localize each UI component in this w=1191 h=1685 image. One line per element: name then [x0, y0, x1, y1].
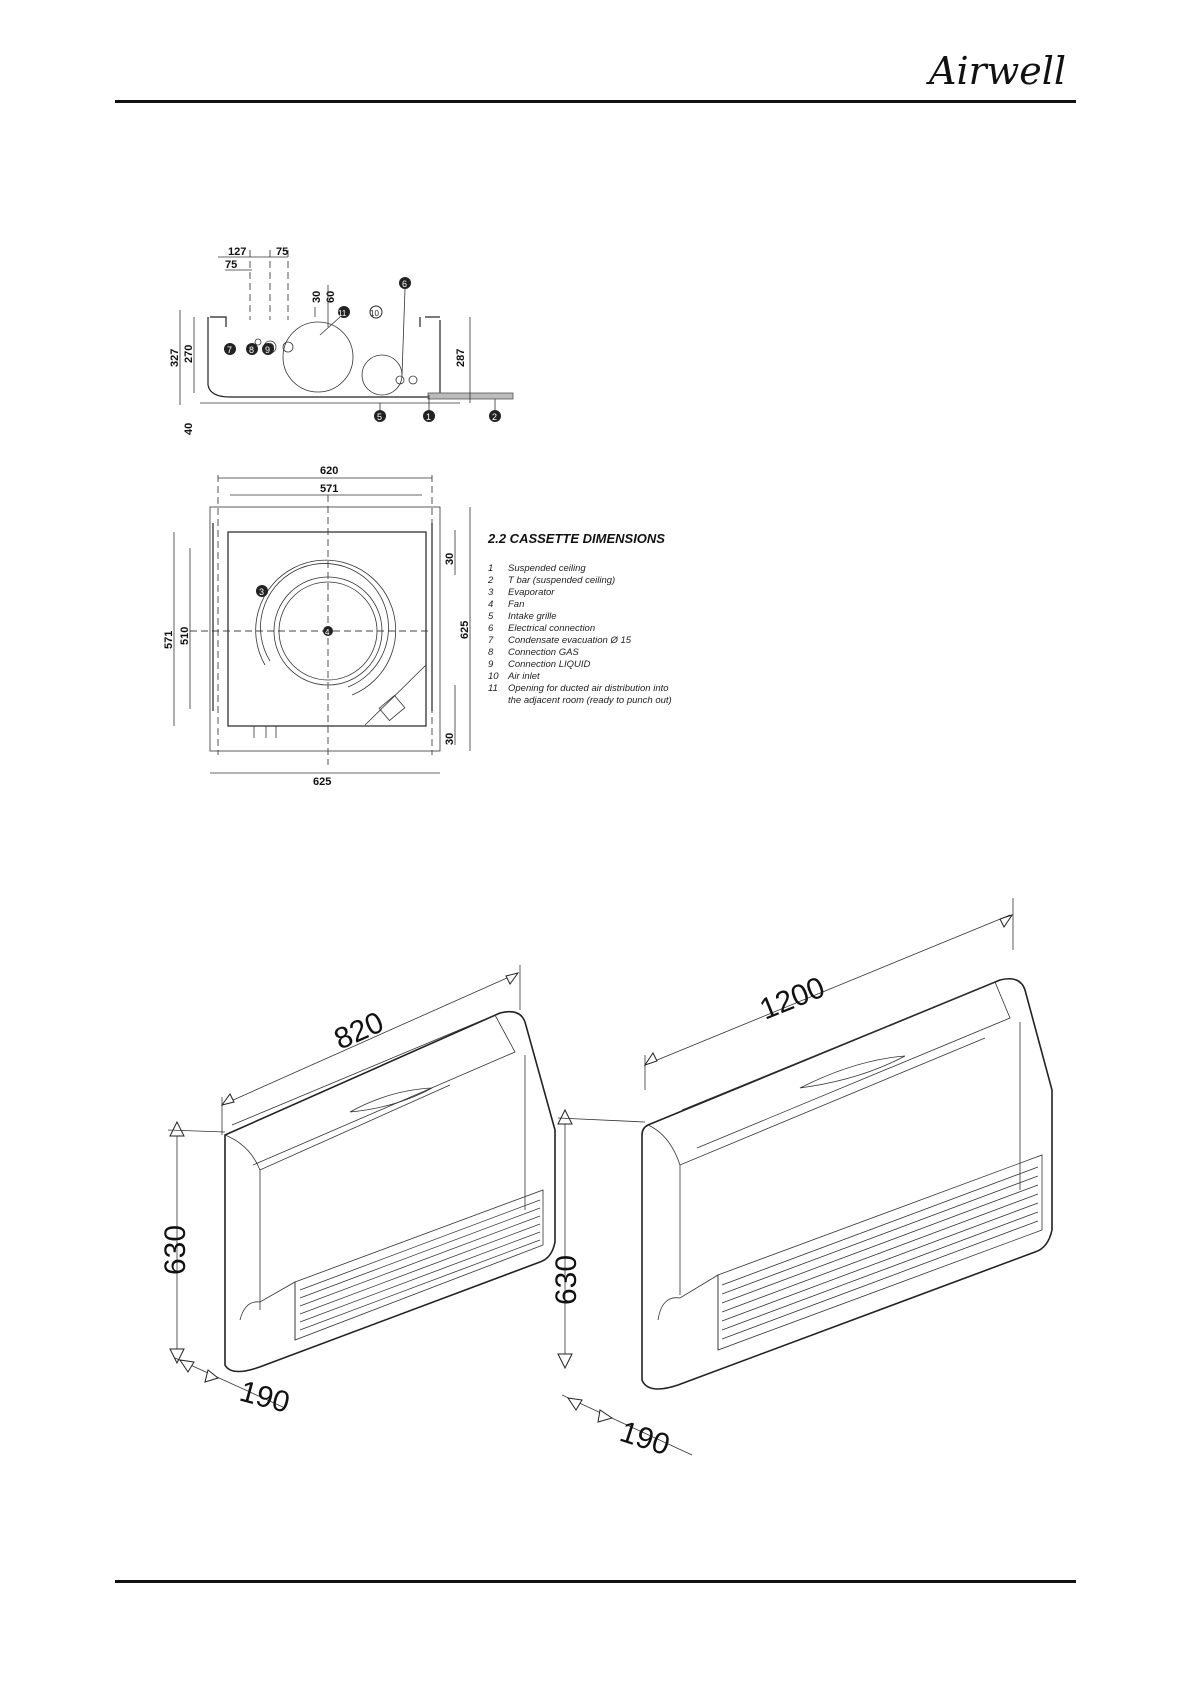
svg-text:1: 1 [426, 412, 431, 422]
cassette-plan-view: 620 571 3 4 571 510 3 [163, 465, 471, 788]
legend-item: 8 Connection GAS [488, 647, 579, 658]
svg-text:Evaporator: Evaporator [508, 587, 555, 598]
svg-text:Connection LIQUID: Connection LIQUID [508, 659, 591, 670]
svg-text:2: 2 [492, 412, 497, 422]
dim-60: 60 [325, 291, 337, 303]
svg-text:10: 10 [370, 309, 379, 318]
dim-30-upper: 30 [444, 553, 456, 565]
svg-text:1: 1 [488, 563, 493, 574]
svg-text:7: 7 [488, 635, 494, 646]
callout-9: 9 [262, 343, 274, 355]
svg-text:6: 6 [402, 279, 407, 289]
svg-text:3: 3 [259, 587, 264, 597]
console-unit-1200: 1200 630 190 [550, 898, 1053, 1462]
svg-text:8: 8 [488, 647, 494, 658]
cassette-legend: 2.2 CASSETTE DIMENSIONS 1 Suspended ceili… [487, 531, 672, 706]
svg-text:6: 6 [488, 623, 494, 634]
cassette-drawing: 127 75 75 30 60 327 270 40 287 6 11 10 7… [163, 246, 672, 788]
legend-item: 2 T bar (suspended ceiling) [487, 575, 615, 586]
legend-title: 2.2 CASSETTE DIMENSIONS [487, 531, 665, 546]
console-unit-820: 820 630 190 [159, 965, 556, 1420]
footer-rule [115, 1580, 1076, 1583]
svg-text:9: 9 [488, 659, 494, 670]
legend-item: 1 Suspended ceiling [488, 563, 586, 574]
airwell-logo: Airwell [926, 49, 1066, 93]
console-grille-lines [721, 1166, 1039, 1340]
svg-text:11: 11 [488, 683, 498, 694]
dim-75a: 75 [225, 259, 237, 271]
svg-text:Connection GAS: Connection GAS [508, 647, 579, 658]
svg-text:5: 5 [488, 611, 494, 622]
dim-625-bottom: 625 [313, 776, 331, 788]
callout-7: 7 [224, 343, 236, 355]
dim-30: 30 [311, 291, 323, 303]
dim-75b: 75 [276, 246, 288, 258]
dim-620: 620 [320, 465, 338, 477]
dim-depth-190-small: 190 [236, 1375, 293, 1420]
dim-127: 127 [228, 246, 246, 258]
dim-height-630-small: 630 [159, 1225, 192, 1275]
legend-item: 10 Air inlet [488, 671, 540, 682]
svg-text:2: 2 [487, 575, 494, 586]
dim-depth-190-large: 190 [616, 1415, 674, 1462]
dim-510: 510 [179, 627, 191, 645]
svg-text:Suspended ceiling: Suspended ceiling [508, 563, 586, 574]
dim-40: 40 [183, 423, 195, 435]
dim-30-lower: 30 [444, 733, 456, 745]
legend-item: 9 Connection LIQUID [488, 659, 591, 670]
svg-text:4: 4 [325, 628, 330, 637]
dim-327: 327 [169, 349, 181, 367]
legend-item: 4 Fan [488, 599, 524, 610]
svg-text:Condensate evacuation Ø 15: Condensate evacuation Ø 15 [508, 635, 632, 646]
legend-item: 6 Electrical connection [488, 623, 595, 634]
svg-text:7: 7 [227, 345, 232, 355]
dim-width-820: 820 [329, 1006, 388, 1057]
dim-287: 287 [455, 349, 467, 367]
legend-item: 3 Evaporator [488, 587, 555, 598]
svg-text:4: 4 [488, 599, 493, 610]
dim-571-top: 571 [320, 483, 338, 495]
svg-text:Fan: Fan [508, 599, 524, 610]
logo-text: Airwell [926, 49, 1066, 93]
callout-4: 4 [323, 626, 333, 637]
legend-item: 11 Opening for ducted air distribution in… [488, 683, 669, 694]
svg-text:10: 10 [488, 671, 499, 682]
callout-10: 10 [369, 305, 383, 319]
svg-text:Opening for ducted air distrib: Opening for ducted air distribution into [508, 683, 669, 694]
dim-625-right: 625 [459, 621, 471, 639]
legend-item: 5 Intake grille [488, 611, 557, 622]
callout-1: 1 [423, 410, 435, 422]
callout-2: 2 [489, 410, 501, 422]
svg-text:the adjacent room (ready to pu: the adjacent room (ready to punch out) [508, 695, 672, 706]
dim-270: 270 [183, 345, 195, 363]
svg-text:5: 5 [377, 412, 382, 422]
svg-text:Air inlet: Air inlet [507, 671, 540, 682]
legend-item: the adjacent room (ready to punch out) [508, 695, 672, 706]
callout-8: 8 [246, 343, 258, 355]
callout-3: 3 [256, 585, 268, 597]
dim-height-630-large: 630 [550, 1255, 583, 1305]
callout-11: 11 [338, 306, 350, 318]
svg-text:11: 11 [338, 309, 347, 318]
dim-width-1200: 1200 [755, 971, 829, 1027]
svg-text:Intake grille: Intake grille [508, 611, 557, 622]
svg-text:8: 8 [249, 345, 254, 355]
dim-571-left: 571 [163, 631, 175, 649]
callout-6: 6 [399, 277, 411, 289]
header-rule [115, 100, 1076, 103]
svg-text:T bar (suspended ceiling): T bar (suspended ceiling) [508, 575, 615, 586]
svg-text:9: 9 [265, 345, 270, 355]
cassette-side-view: 127 75 75 30 60 327 270 40 287 6 11 10 7… [169, 246, 514, 435]
legend-item: 7 Condensate evacuation Ø 15 [488, 635, 632, 646]
svg-text:3: 3 [488, 587, 494, 598]
callout-5: 5 [374, 410, 386, 422]
console-grille-lines [299, 1199, 541, 1331]
svg-text:Electrical connection: Electrical connection [508, 623, 595, 634]
